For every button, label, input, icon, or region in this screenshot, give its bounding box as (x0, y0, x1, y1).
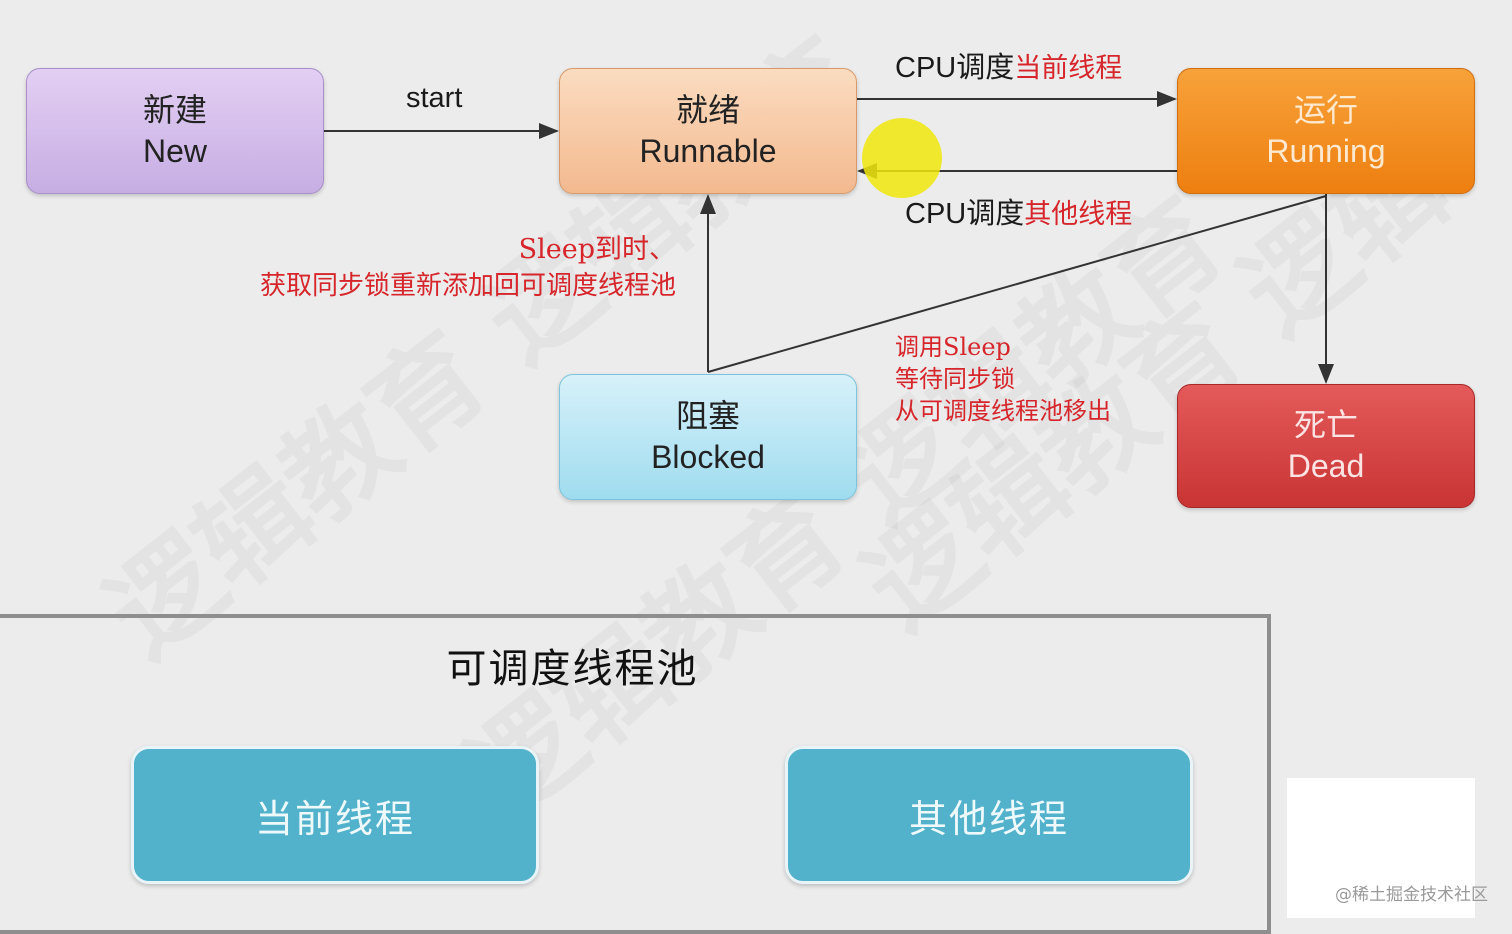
state-new-en: New (142, 133, 207, 169)
label-running-to-blocked-line1: 调用Sleep (895, 333, 1011, 361)
source-credit: @稀土掘金技术社区 (1335, 885, 1488, 905)
state-new: 新建 New (26, 68, 324, 194)
label-cpu-current-prefix: CPU调度 (895, 52, 1015, 84)
label-running-to-blocked-line2: 等待同步锁 (895, 365, 1015, 393)
state-dead-zh: 死亡 (1293, 406, 1358, 444)
state-running-zh: 运行 (1293, 91, 1358, 129)
thread-pool-title: 可调度线程池 (446, 646, 699, 692)
label-running-to-blocked-line3: 从可调度线程池移出 (895, 397, 1111, 425)
state-new-zh: 新建 (142, 91, 207, 129)
pool-other-thread: 其他线程 (785, 746, 1193, 884)
state-runnable-en: Runnable (639, 133, 777, 169)
label-cpu-current: CPU调度当前线程 (895, 44, 1122, 86)
state-dead: 死亡 Dead (1177, 384, 1475, 508)
label-cpu-other-prefix: CPU调度 (905, 198, 1025, 230)
state-runnable: 就绪 Runnable (559, 68, 857, 194)
state-blocked-en: Blocked (651, 439, 765, 475)
state-dead-en: Dead (1287, 448, 1365, 484)
label-running-to-blocked: 调用Sleep 等待同步锁 从可调度线程池移出 (895, 331, 1111, 427)
arrow-running-to-blocked (707, 195, 1327, 373)
label-blocked-to-runnable-line1: Sleep到时、 (518, 234, 676, 265)
label-blocked-to-runnable: Sleep到时、 获取同步锁重新添加回可调度线程池 (180, 232, 676, 304)
state-running: 运行 Running (1177, 68, 1475, 194)
cursor-highlight (862, 118, 942, 198)
label-blocked-to-runnable-line2: 获取同步锁重新添加回可调度线程池 (259, 271, 676, 301)
white-patch (1287, 778, 1475, 918)
state-running-en: Running (1266, 133, 1386, 169)
state-runnable-zh: 就绪 (675, 91, 740, 129)
state-blocked-zh: 阻塞 (675, 397, 740, 435)
label-start: start (406, 82, 463, 114)
label-cpu-current-suffix: 当前线程 (1014, 53, 1123, 84)
label-cpu-other: CPU调度其他线程 (905, 190, 1132, 232)
state-blocked: 阻塞 Blocked (559, 374, 857, 500)
label-cpu-other-suffix: 其他线程 (1024, 199, 1133, 230)
pool-current-thread: 当前线程 (131, 746, 539, 884)
